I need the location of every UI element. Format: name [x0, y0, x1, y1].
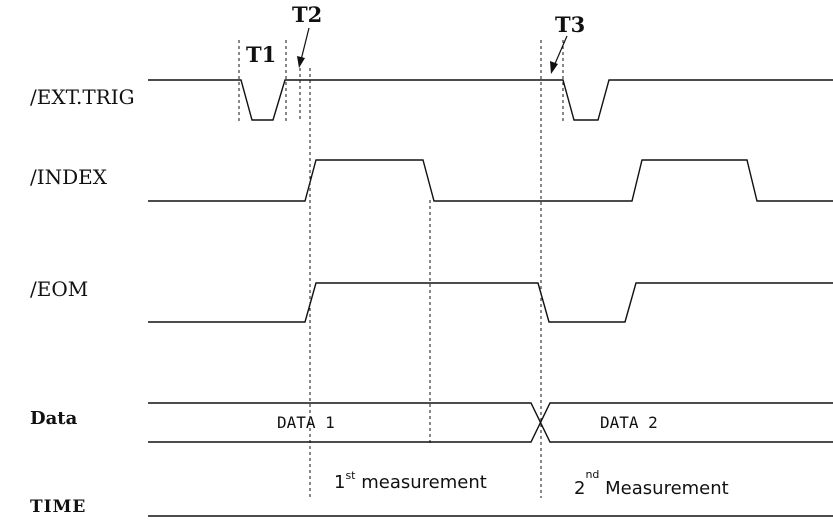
t2-arrow [297, 27, 310, 68]
t1-label: T1 [246, 42, 276, 67]
data-bus [148, 402, 833, 443]
ext-trig-label: /EXT.TRIG [30, 85, 135, 109]
second-measurement-label: 2nd Measurement [574, 468, 729, 499]
time-label: TIME [30, 497, 86, 517]
eom-label: /EOM [30, 277, 88, 301]
index-label: /INDEX [30, 165, 108, 189]
first-measurement-label: 1st measurement [334, 469, 487, 493]
t3-arrow [550, 35, 568, 74]
data-2-label: DATA 2 [600, 413, 658, 432]
eom-waveform [148, 282, 833, 323]
data-1-label: DATA 1 [277, 413, 335, 432]
t2-label: T2 [292, 2, 322, 27]
ext-trig-waveform [148, 79, 833, 121]
t3-label: T3 [555, 12, 585, 37]
index-waveform [148, 159, 833, 202]
data-label: Data [30, 408, 78, 429]
